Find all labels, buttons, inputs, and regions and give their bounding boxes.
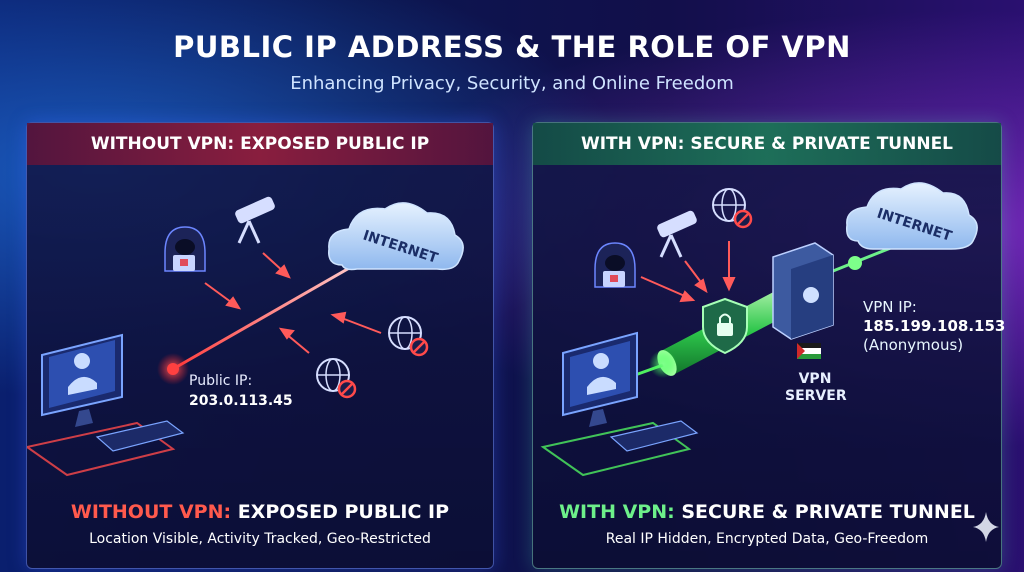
hacker-icon — [594, 242, 636, 288]
vpn-server-label: VPN SERVER — [785, 371, 847, 405]
with-vpn-panel: WITH VPN: SECURE & PRIVATE TUNNEL — [532, 122, 1006, 569]
page-title: PUBLIC IP ADDRESS & THE ROLE OF VPN — [173, 30, 851, 64]
footer-accent: WITHOUT VPN: — [70, 501, 232, 523]
vpn-server-icon — [772, 242, 834, 340]
without-vpn-panel: WITHOUT VPN: EXPOSED PUBLIC IP INTERNET — [26, 122, 494, 569]
blocked-globe-icon — [712, 188, 753, 229]
blocked-globe-icon — [316, 358, 357, 399]
computer-icon — [540, 331, 699, 477]
with-vpn-panel-header: WITH VPN: SECURE & PRIVATE TUNNEL — [533, 123, 1001, 165]
with-vpn-scene: INTERNET — [540, 182, 978, 477]
internet-cloud-icon: INTERNET — [328, 202, 464, 271]
blocked-arrows — [640, 241, 736, 303]
vpn-ip-value: 185.199.108.153 — [863, 317, 1006, 335]
vpn-server-label-line2: SERVER — [785, 388, 847, 404]
footer-rest: SECURE & PRIVATE TUNNEL — [681, 501, 975, 523]
internet-cloud-icon: INTERNET — [845, 182, 978, 250]
sparkle-icon — [973, 512, 999, 542]
flag-icon — [797, 343, 821, 359]
vpn-server-label-line1: VPN — [798, 371, 832, 387]
vpn-ip-note: (Anonymous) — [863, 336, 964, 354]
hacker-icon — [164, 226, 206, 272]
footer-rest: EXPOSED PUBLIC IP — [237, 501, 450, 523]
public-ip-value: 203.0.113.45 — [189, 393, 293, 409]
blocked-globe-icon — [388, 316, 429, 357]
without-vpn-panel-header: WITHOUT VPN: EXPOSED PUBLIC IP — [27, 123, 493, 165]
without-vpn-scene: INTERNET — [27, 196, 464, 477]
vpn-ip-label: VPN IP: — [863, 298, 917, 316]
footer-accent: WITH VPN: — [559, 501, 675, 523]
tracking-arrows — [204, 252, 382, 354]
page-subtitle: Enhancing Privacy, Security, and Online … — [290, 73, 734, 94]
telescope-icon — [235, 196, 275, 244]
with-vpn-footer-text: Real IP Hidden, Encrypted Data, Geo-Free… — [605, 531, 929, 547]
computer-icon — [27, 333, 185, 477]
public-ip-label: Public IP: — [189, 373, 253, 389]
with-vpn-footer-title: WITH VPN: SECURE & PRIVATE TUNNEL — [533, 501, 1001, 523]
without-vpn-footer-text: Location Visible, Activity Tracked, Geo-… — [89, 531, 431, 547]
exposed-connection-line — [172, 253, 373, 371]
link-node — [848, 256, 862, 270]
shield-lock-icon — [702, 297, 748, 355]
without-vpn-footer-title: WITHOUT VPN: EXPOSED PUBLIC IP — [27, 501, 493, 523]
telescope-icon — [657, 210, 697, 258]
